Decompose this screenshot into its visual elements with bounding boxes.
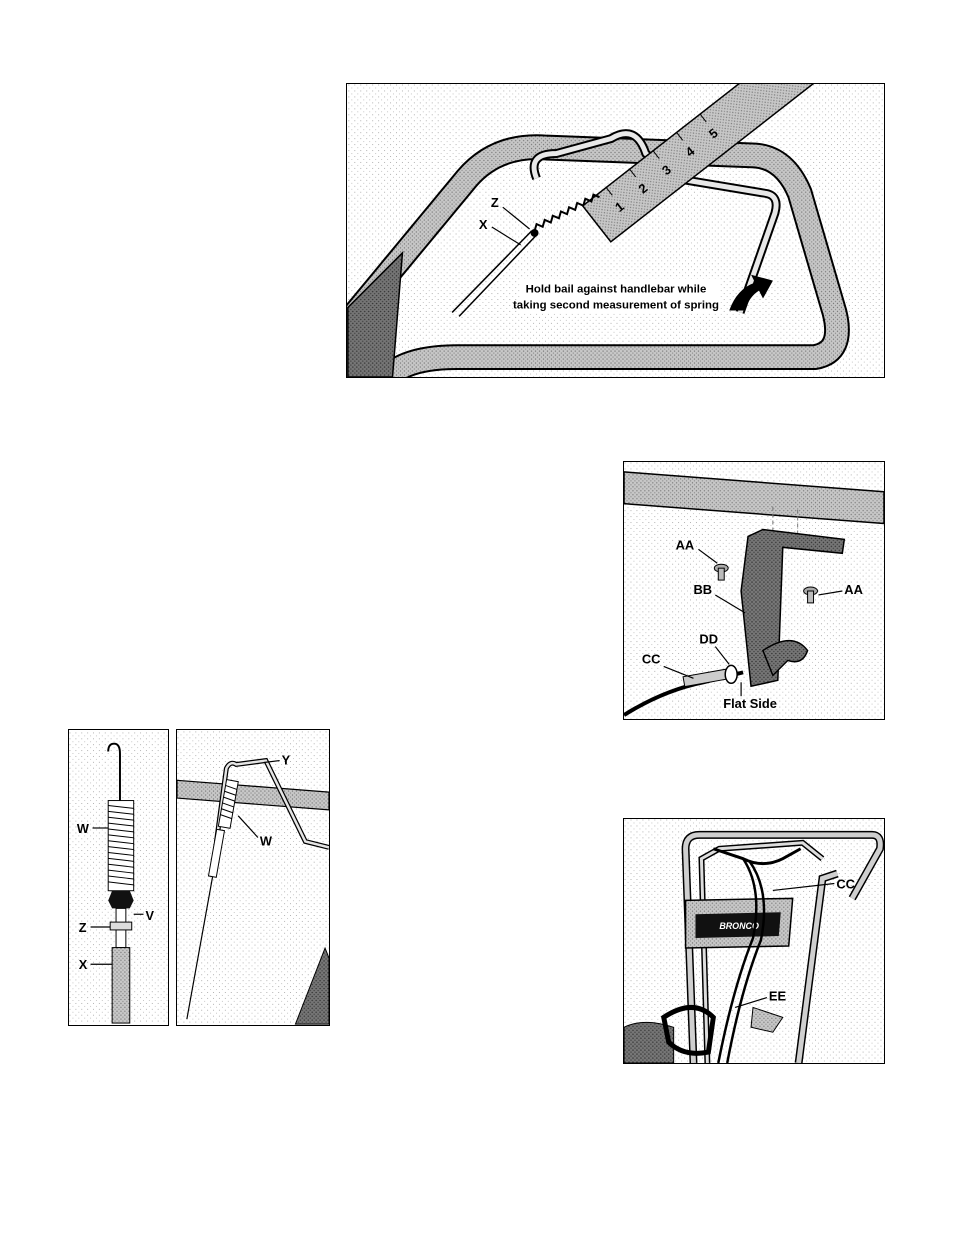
spring-coils (108, 801, 133, 891)
callout-w: W (260, 833, 273, 848)
callout-v: V (145, 908, 154, 923)
figure-spring-detail: W V Z X (68, 729, 169, 1026)
callout-x: X (79, 957, 88, 972)
tiller-handle-illustration: BRONCO CC EE (624, 819, 884, 1063)
note-line-1: Hold bail against handlebar while (526, 284, 707, 296)
figure-bail-spring-attachment: Y W (176, 729, 330, 1026)
bail-spring-attachment-illustration: Y W (177, 730, 329, 1025)
callout-z: Z (491, 195, 499, 210)
bracket-assembly-illustration: AA AA BB DD CC Flat Side (624, 462, 884, 719)
figure-tiller-handle: BRONCO CC EE (623, 818, 885, 1064)
callout-cc: CC (642, 651, 661, 666)
figure-bail-spring-measurement: 1 2 3 4 5 Z X Hold bail against handleba… (346, 83, 885, 378)
note-line-2: taking second measurement of spring (513, 299, 719, 311)
figure-bracket-assembly: AA AA BB DD CC Flat Side (623, 461, 885, 720)
bail-spring-illustration: 1 2 3 4 5 Z X Hold bail against handleba… (347, 84, 884, 377)
callout-ee: EE (769, 989, 787, 1004)
callout-w: W (77, 821, 89, 836)
callout-cc: CC (836, 876, 855, 891)
callout-dd: DD (699, 632, 718, 647)
spring-detail-illustration: W V Z X (69, 730, 168, 1025)
brand-label: BRONCO (719, 921, 759, 931)
callout-x: X (479, 217, 488, 232)
callout-flat-side: Flat Side (723, 696, 777, 711)
callout-bb: BB (693, 582, 712, 597)
callout-z: Z (79, 920, 87, 935)
callout-aa-left: AA (676, 537, 695, 552)
callout-y: Y (282, 752, 291, 767)
callout-aa-right: AA (844, 582, 863, 597)
